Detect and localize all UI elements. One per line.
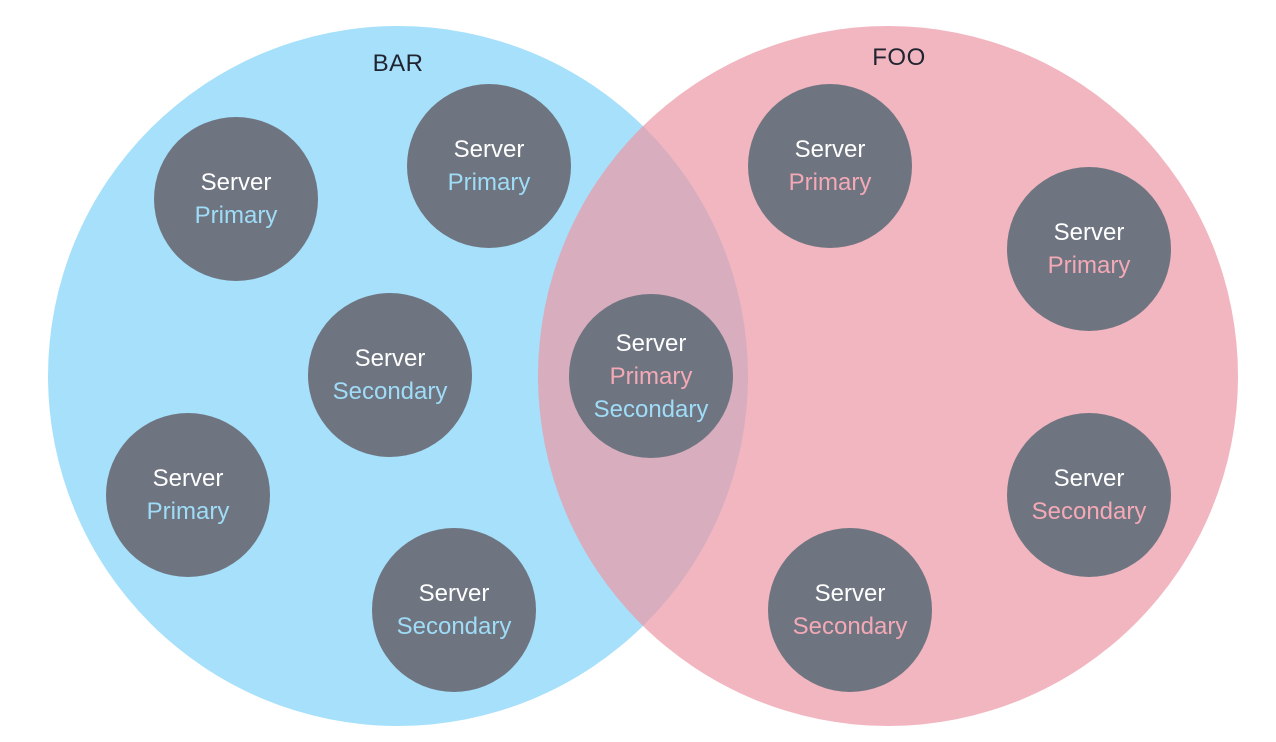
server-node-title: Server bbox=[453, 136, 525, 163]
server-role-primary: Primary bbox=[146, 498, 230, 525]
server-node-title: Server bbox=[1053, 219, 1125, 246]
bar-set-label: BAR bbox=[372, 50, 424, 77]
server-node-title: Server bbox=[200, 169, 272, 196]
server-role-secondary: Secondary bbox=[593, 395, 709, 423]
server-node-title: Server bbox=[418, 580, 490, 607]
server-role-secondary: Secondary bbox=[396, 613, 512, 640]
server-node-title: Server bbox=[354, 345, 426, 372]
server-node-title: Server bbox=[794, 136, 866, 163]
server-role-primary: Primary bbox=[447, 169, 531, 196]
server-node-title: Server bbox=[1053, 465, 1125, 492]
foo-set-label: FOO bbox=[872, 44, 926, 71]
server-node-title: Server bbox=[814, 580, 886, 607]
server-role-secondary: Secondary bbox=[1031, 498, 1147, 525]
server-role-primary: Primary bbox=[194, 202, 278, 229]
server-role-secondary: Secondary bbox=[792, 613, 908, 640]
server-role-primary: Primary bbox=[1047, 252, 1131, 279]
server-role-primary: Primary bbox=[609, 362, 693, 390]
server-role-secondary: Secondary bbox=[332, 378, 448, 405]
server-node-title: Server bbox=[615, 329, 687, 357]
server-node-title: Server bbox=[152, 465, 224, 492]
server-role-primary: Primary bbox=[788, 169, 872, 196]
